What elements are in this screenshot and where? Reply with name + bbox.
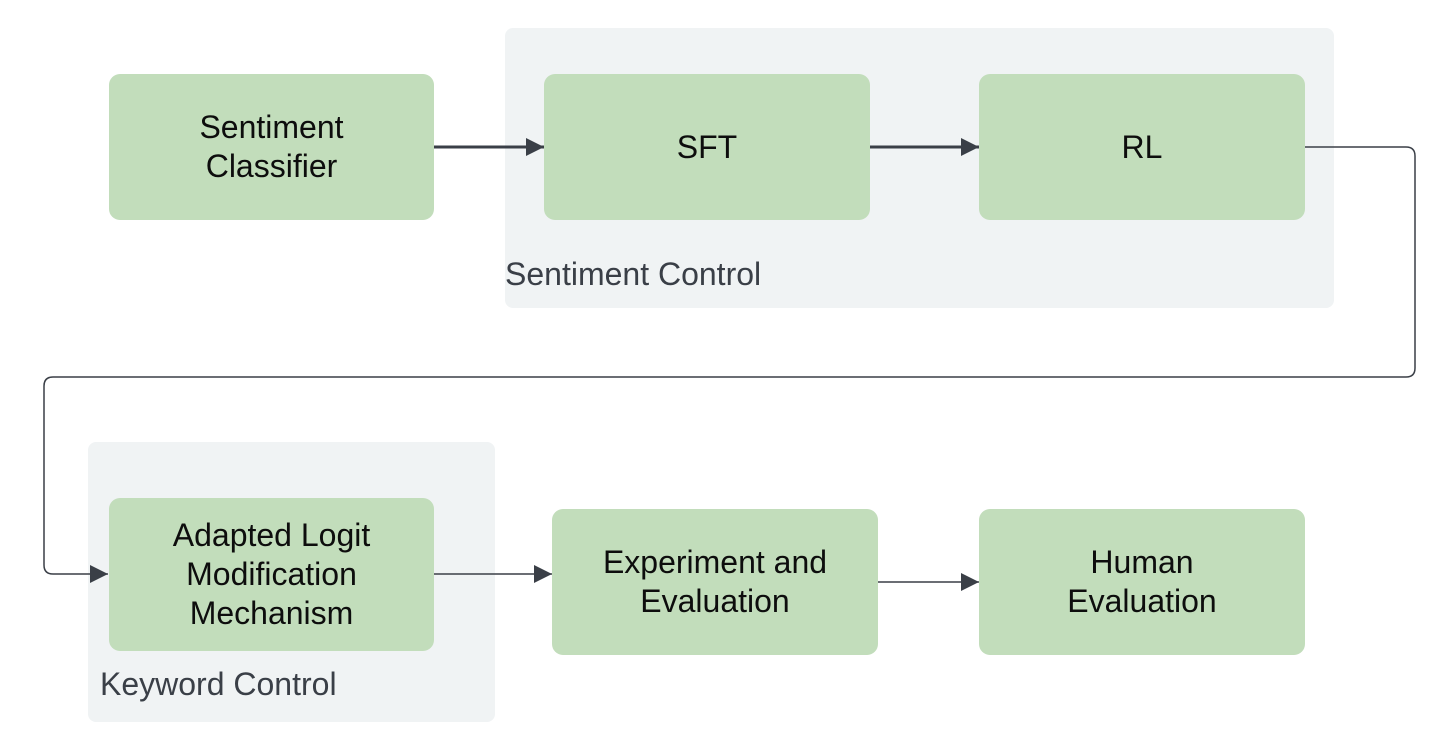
- sentiment-classifier-line-2: Classifier: [205, 148, 338, 184]
- human-evaluation-node: Human Evaluation: [979, 509, 1305, 655]
- adapted-logit-line-2: Modification: [186, 556, 357, 592]
- adapted-logit-node: Adapted Logit Modification Mechanism: [109, 498, 434, 651]
- human-evaluation-line-1: Human: [1090, 544, 1194, 580]
- adapted-logit-line-1: Adapted Logit: [172, 517, 371, 553]
- keyword-control-label: Keyword Control: [100, 666, 337, 702]
- sentiment-classifier-node: Sentiment Classifier: [109, 74, 434, 220]
- adapted-logit-line-3: Mechanism: [189, 595, 354, 631]
- experiment-evaluation-line-1: Experiment and: [602, 544, 828, 580]
- experiment-evaluation-line-2: Evaluation: [640, 583, 790, 619]
- human-evaluation-line-2: Evaluation: [1067, 583, 1217, 619]
- sentiment-control-label: Sentiment Control: [505, 256, 762, 292]
- sft-label: SFT: [676, 128, 738, 165]
- rl-node: RL: [979, 74, 1305, 220]
- sentiment-classifier-line-1: Sentiment: [199, 109, 344, 145]
- rl-label: RL: [1121, 128, 1163, 165]
- sft-node: SFT: [544, 74, 870, 220]
- experiment-evaluation-node: Experiment and Evaluation: [552, 509, 878, 655]
